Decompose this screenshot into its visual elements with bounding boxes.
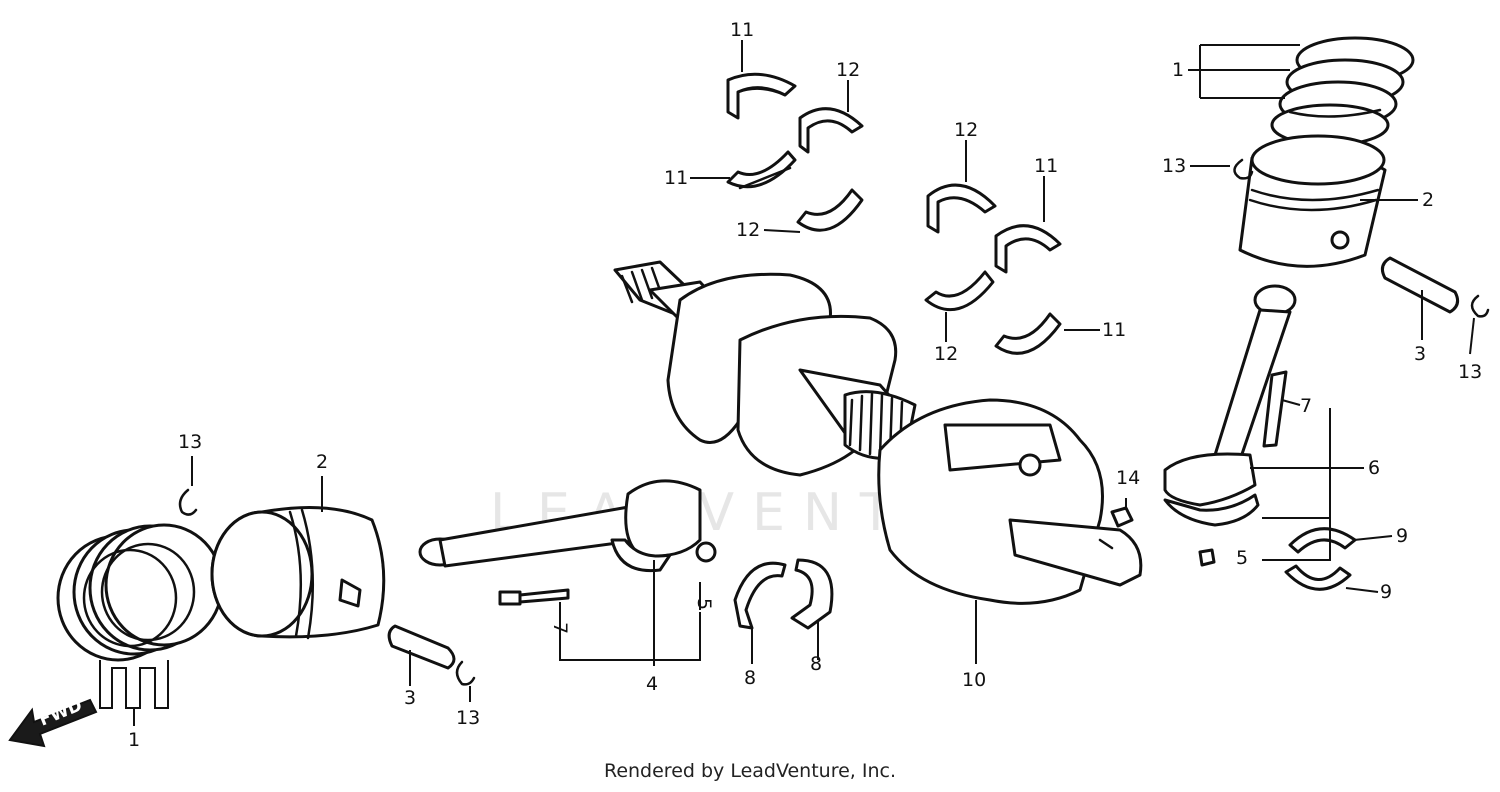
main-bearing-shell bbox=[796, 188, 864, 232]
lock-pin bbox=[1110, 506, 1134, 528]
callout-label: 13 bbox=[178, 431, 202, 453]
render-credit: Rendered by LeadVenture, Inc. bbox=[603, 760, 897, 782]
main-bearing-shell bbox=[926, 183, 997, 234]
callout-label: 8 bbox=[810, 653, 822, 675]
piston-pin-clip bbox=[1233, 158, 1490, 318]
rod-bearing-shell bbox=[1284, 527, 1357, 591]
piston bbox=[210, 506, 386, 640]
piston-pin-clip bbox=[178, 488, 476, 686]
callout-label: 1 bbox=[1172, 59, 1184, 81]
rod-bearing-shell bbox=[733, 558, 834, 630]
main-bearing-shell bbox=[726, 72, 797, 120]
callout-label: 11 bbox=[1034, 155, 1058, 177]
callout-label: 9 bbox=[1380, 581, 1392, 603]
callout-label: 11 bbox=[1102, 319, 1126, 341]
callout-label: 4 bbox=[646, 673, 658, 695]
piston bbox=[1238, 134, 1387, 268]
callout-label: 11 bbox=[664, 167, 688, 189]
main-bearing-shell bbox=[798, 107, 864, 154]
callout-label: 3 bbox=[404, 687, 416, 709]
callout-label: 12 bbox=[954, 119, 978, 141]
callout-label: 12 bbox=[934, 343, 958, 365]
callout-label: 1 bbox=[128, 729, 140, 751]
callout-label: 13 bbox=[1162, 155, 1186, 177]
callout-label: 11 bbox=[730, 19, 754, 41]
main-bearing-shell bbox=[726, 150, 797, 190]
callout-label: 14 bbox=[1116, 467, 1140, 489]
callout-label: 13 bbox=[1458, 361, 1482, 383]
callout-label: 8 bbox=[744, 667, 756, 689]
callout-labels: 11 12 11 12 12 11 12 11 1 13 2 3 13 7 6 … bbox=[128, 19, 1482, 751]
callout-label: 9 bbox=[1396, 525, 1408, 547]
callout-label: 7 bbox=[1300, 395, 1312, 417]
piston-ring-set bbox=[56, 523, 224, 709]
piston-pin bbox=[387, 624, 456, 670]
main-bearing-shell bbox=[994, 224, 1062, 274]
callout-label: 6 bbox=[1368, 457, 1380, 479]
callout-label: 13 bbox=[456, 707, 480, 729]
piston-ring-set bbox=[1270, 36, 1415, 147]
callout-label: 5 bbox=[693, 598, 715, 610]
crankshaft bbox=[613, 260, 1143, 605]
main-bearing-shell bbox=[994, 312, 1062, 355]
connecting-rod bbox=[418, 479, 717, 661]
callout-label: 3 bbox=[1414, 343, 1426, 365]
main-bearing-shell bbox=[924, 270, 995, 312]
callout-label: 12 bbox=[836, 59, 860, 81]
leader-lines bbox=[133, 40, 1475, 726]
callout-label: 10 bbox=[962, 669, 986, 691]
piston-pin bbox=[1380, 256, 1460, 314]
callout-label: 2 bbox=[316, 451, 328, 473]
callout-label: 7 bbox=[549, 622, 571, 634]
callout-label: 12 bbox=[736, 219, 760, 241]
connecting-rod bbox=[1163, 284, 1297, 567]
fwd-arrow-icon bbox=[8, 698, 98, 748]
callout-label: 2 bbox=[1422, 189, 1434, 211]
callout-label: 5 bbox=[1236, 547, 1248, 569]
